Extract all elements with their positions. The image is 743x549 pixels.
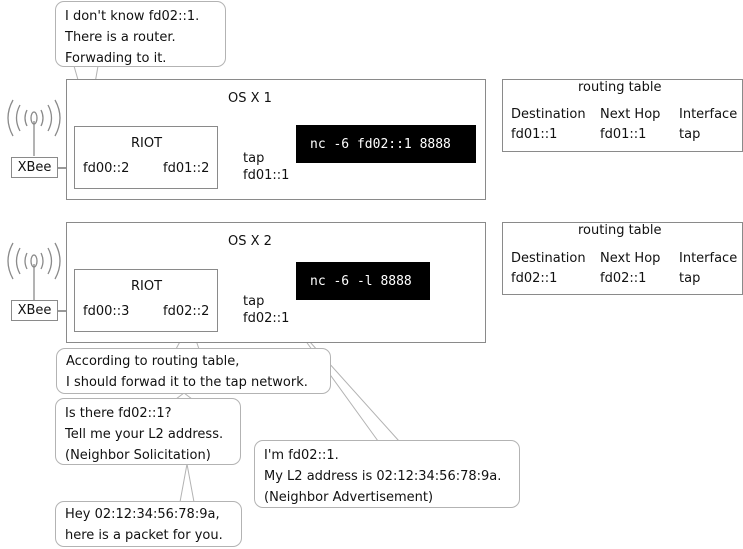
bubble-line: Tell me your L2 address. <box>65 427 224 442</box>
bubble-line: (Neighbor Solicitation) <box>65 448 211 463</box>
bubble-line: I should forwad it to the tap network. <box>66 375 308 390</box>
riot-box <box>74 269 218 332</box>
tap-label: tap <box>243 294 265 309</box>
routing-header-nexthop: Next Hop <box>600 107 661 122</box>
bubble-line: here is a packet for you. <box>65 528 223 543</box>
speech-bubble-neighbor-solicitation: Is there fd02::1? Tell me your L2 addres… <box>55 398 241 465</box>
speech-bubble-forwarding: I don't know fd02::1. There is a router.… <box>55 1 226 67</box>
routing-cell-interface: tap <box>679 271 701 286</box>
bubble-tail <box>179 463 195 503</box>
riot-iface-right: fd02::2 <box>163 304 210 319</box>
routing-header-destination: Destination <box>511 251 586 266</box>
routing-header-nexthop: Next Hop <box>600 251 661 266</box>
bubble-line: Forwading to it. <box>65 51 167 66</box>
bubble-line: (Neighbor Advertisement) <box>264 490 434 505</box>
speech-bubble-routing-decision: According to routing table, I should for… <box>56 348 331 394</box>
routing-cell-interface: tap <box>679 127 701 142</box>
routing-cell-nexthop: fd01::1 <box>600 127 647 142</box>
riot-box <box>74 126 218 189</box>
riot-label: RIOT <box>131 136 163 151</box>
tap-address: fd01::1 <box>243 168 290 183</box>
xbee-label: XBee <box>11 157 58 178</box>
bubble-line: My L2 address is 02:12:34:56:78:9a. <box>264 469 502 484</box>
host-title: OS X 2 <box>228 234 272 249</box>
routing-table-1 <box>502 79 743 152</box>
bubble-line: I'm fd02::1. <box>264 448 339 463</box>
routing-header-destination: Destination <box>511 107 586 122</box>
antenna-icon <box>7 99 61 156</box>
routing-table-2 <box>502 222 743 295</box>
host-title: OS X 1 <box>228 91 272 106</box>
xbee-label: XBee <box>11 300 58 321</box>
bubble-line: According to routing table, <box>66 354 240 369</box>
antenna-icon <box>7 242 61 300</box>
routing-header-interface: Interface <box>679 107 738 122</box>
riot-iface-left: fd00::2 <box>83 161 130 176</box>
tap-label: tap <box>243 151 265 166</box>
bubble-line: Hey 02:12:34:56:78:9a, <box>65 507 220 522</box>
routing-cell-nexthop: fd02::1 <box>600 271 647 286</box>
routing-table-title: routing table <box>578 80 662 95</box>
terminal-command: nc -6 -l 8888 <box>296 262 430 300</box>
riot-label: RIOT <box>131 279 163 294</box>
routing-table-title: routing table <box>578 223 662 238</box>
routing-cell-destination: fd02::1 <box>511 271 558 286</box>
riot-iface-right: fd01::2 <box>163 161 210 176</box>
bubble-line: I don't know fd02::1. <box>65 9 200 24</box>
bubble-line: There is a router. <box>65 30 176 45</box>
speech-bubble-neighbor-advertisement: I'm fd02::1. My L2 address is 02:12:34:5… <box>254 440 520 508</box>
bubble-line: Is there fd02::1? <box>65 406 172 421</box>
speech-bubble-packet: Hey 02:12:34:56:78:9a, here is a packet … <box>55 501 242 547</box>
terminal-command: nc -6 fd02::1 8888 <box>296 125 476 163</box>
tap-address: fd02::1 <box>243 311 290 326</box>
riot-iface-left: fd00::3 <box>83 304 130 319</box>
routing-header-interface: Interface <box>679 251 738 266</box>
routing-cell-destination: fd01::1 <box>511 127 558 142</box>
